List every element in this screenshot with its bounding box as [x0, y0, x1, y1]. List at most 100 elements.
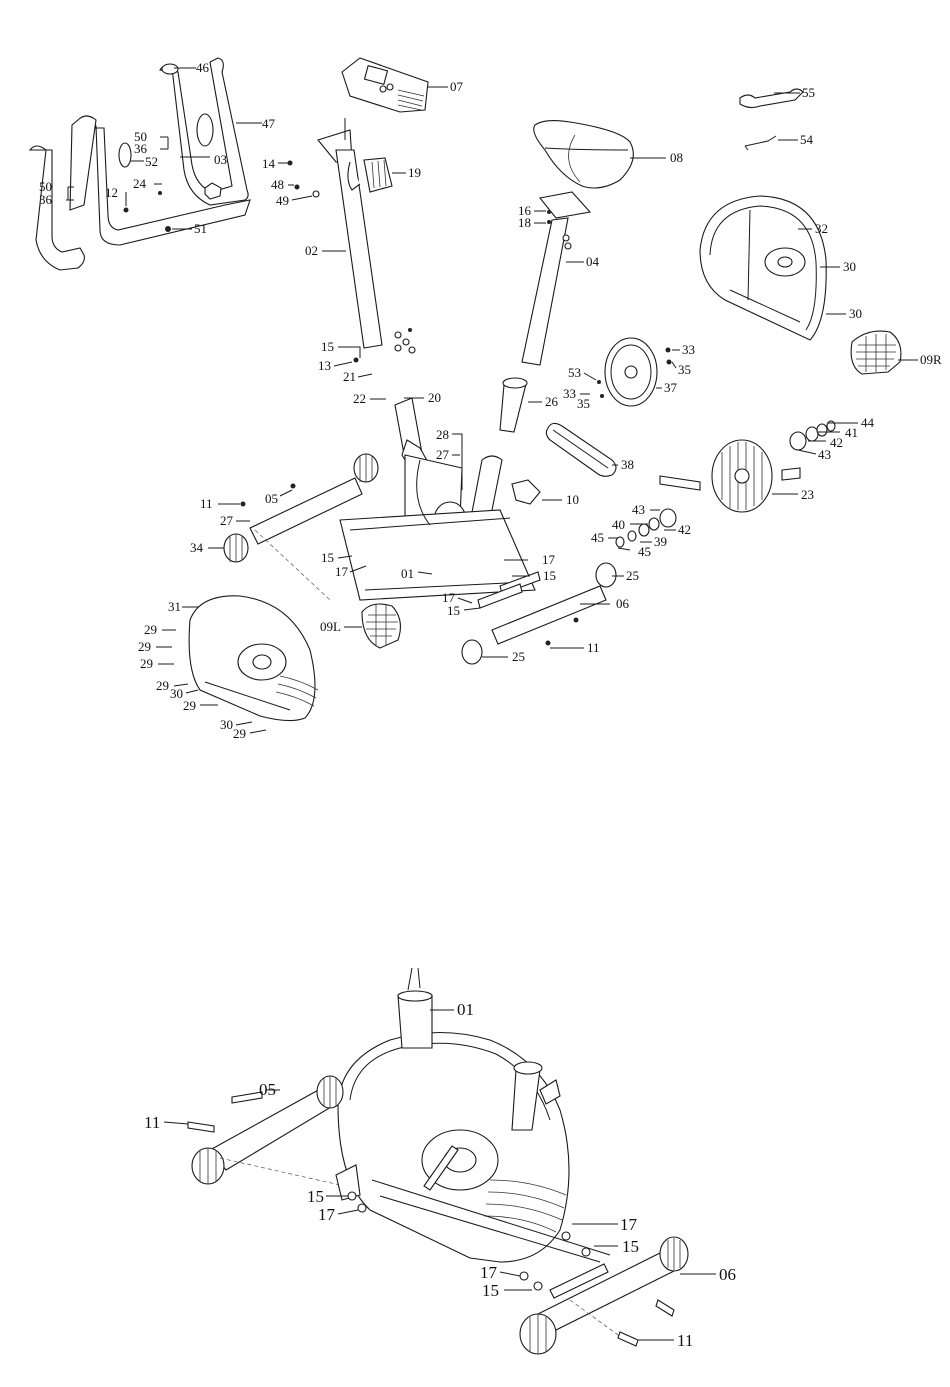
end-cap-46 — [162, 64, 178, 74]
callout-43a: 43 — [818, 448, 831, 462]
assembly-callout-15a: 15 — [307, 1188, 324, 1206]
callout-32: 32 — [815, 222, 828, 236]
bolt-12 — [124, 208, 129, 213]
callout-22: 22 — [353, 392, 366, 406]
callout-36b: 36 — [134, 142, 147, 156]
callout-02: 02 — [305, 244, 318, 258]
pulley-23 — [660, 440, 800, 512]
callout-55: 55 — [802, 86, 815, 100]
callout-19: 19 — [408, 166, 421, 180]
seat-08 — [534, 121, 634, 188]
callout-09L: 09L — [320, 620, 341, 634]
callout-17a: 17 — [335, 565, 348, 579]
callout-35a: 35 — [678, 363, 691, 377]
hex-nut — [205, 183, 221, 199]
bolt-11d — [546, 641, 551, 646]
right-cover-32 — [700, 196, 826, 340]
callout-24: 24 — [133, 177, 146, 191]
callout-26: 26 — [545, 395, 558, 409]
nut-35b — [600, 394, 604, 398]
callout-25b: 25 — [512, 650, 525, 664]
grip-plate — [197, 114, 213, 146]
seat-post-04 — [522, 192, 590, 365]
callout-44: 44 — [861, 416, 874, 430]
pedal-09L — [362, 604, 400, 648]
callout-15d: 15 — [447, 604, 460, 618]
screw-24 — [158, 191, 162, 195]
callout-20: 20 — [428, 391, 441, 405]
callout-42b: 42 — [678, 523, 691, 537]
callout-25a: 25 — [626, 569, 639, 583]
bolt-53 — [597, 380, 601, 384]
callout-15a: 15 — [321, 340, 334, 354]
bolt-11c — [574, 618, 579, 623]
callout-09R: 09R — [920, 353, 942, 367]
callout-30c: 30 — [170, 687, 183, 701]
callout-27b: 27 — [220, 514, 233, 528]
callout-40: 40 — [612, 518, 625, 532]
callout-21: 21 — [343, 370, 356, 384]
washer-49 — [313, 191, 319, 197]
allen-key-54 — [745, 136, 776, 150]
bolt-51 — [165, 226, 171, 232]
callout-33a: 33 — [682, 343, 695, 357]
assembly-callout-05: 05 — [259, 1081, 276, 1099]
callout-30d: 30 — [220, 718, 233, 732]
callout-29c: 29 — [140, 657, 153, 671]
main-frame-01 — [340, 378, 535, 600]
callout-31: 31 — [168, 600, 181, 614]
callout-52: 52 — [145, 155, 158, 169]
callout-38: 38 — [621, 458, 634, 472]
bolt-11a — [241, 502, 246, 507]
callout-13: 13 — [318, 359, 331, 373]
callout-45b: 45 — [638, 545, 651, 559]
bolt-14 — [288, 161, 293, 166]
console-07 — [342, 58, 428, 112]
callout-07: 07 — [450, 80, 463, 94]
callout-39: 39 — [654, 535, 667, 549]
callout-51: 51 — [194, 222, 207, 236]
assembled-bike — [338, 968, 610, 1262]
callout-27a: 27 — [436, 448, 449, 462]
callout-11b: 11 — [587, 641, 600, 655]
assembly-callout-17a: 17 — [318, 1206, 335, 1224]
assembled-stabilizer-05 — [192, 1076, 360, 1200]
assembly-callout-17c: 17 — [480, 1264, 497, 1282]
callout-33b: 33 — [563, 387, 576, 401]
assembly-callout-11b: 11 — [677, 1332, 693, 1350]
callout-29d: 29 — [156, 679, 169, 693]
left-cover-31 — [189, 596, 318, 721]
bolt-48 — [295, 185, 300, 190]
bolt-11b — [291, 484, 296, 489]
assembly-callout-17b: 17 — [620, 1216, 637, 1234]
callout-30b: 30 — [849, 307, 862, 321]
callout-12: 12 — [105, 186, 118, 200]
callout-17b: 17 — [542, 553, 555, 567]
assembly-callout-01: 01 — [457, 1001, 474, 1019]
callout-04: 04 — [586, 255, 599, 269]
callout-45a: 45 — [591, 531, 604, 545]
callout-14: 14 — [262, 157, 275, 171]
callout-05: 05 — [265, 492, 278, 506]
callout-54: 54 — [800, 133, 813, 147]
callout-29f: 29 — [233, 727, 246, 741]
callout-15b: 15 — [321, 551, 334, 565]
callout-11a: 11 — [200, 497, 213, 511]
assembly-callout-15b: 15 — [622, 1238, 639, 1256]
callout-43b: 43 — [632, 503, 645, 517]
callout-10: 10 — [566, 493, 579, 507]
callout-03: 03 — [214, 153, 227, 167]
callout-06: 06 — [616, 597, 629, 611]
knob-10 — [512, 480, 540, 504]
callout-08: 08 — [670, 151, 683, 165]
assembly-callout-11a: 11 — [144, 1114, 160, 1132]
callout-28: 28 — [436, 428, 449, 442]
callout-48: 48 — [271, 178, 284, 192]
belt-inner — [553, 430, 608, 468]
handlebar-post-02 — [318, 118, 392, 348]
callout-46: 46 — [196, 61, 209, 75]
callout-42a: 42 — [830, 436, 843, 450]
assembly-callout-15c: 15 — [482, 1282, 499, 1300]
